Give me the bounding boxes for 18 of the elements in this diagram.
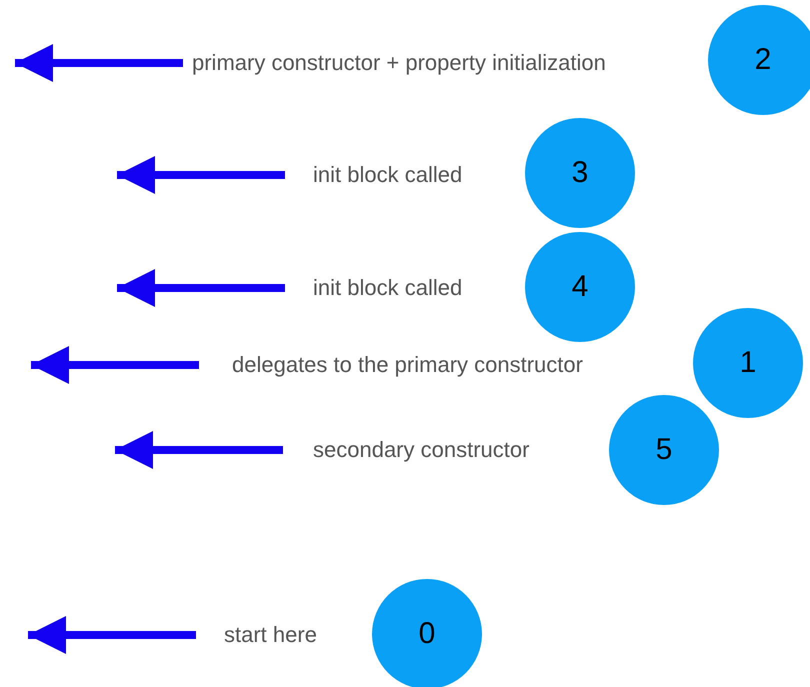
step-number-circle: 3 xyxy=(525,118,635,228)
step-label: init block called xyxy=(285,274,462,302)
arrow xyxy=(117,269,285,307)
step-label: primary constructor + property initialization xyxy=(183,50,606,76)
step-label: delegates to the primary constructor xyxy=(199,352,583,378)
arrow xyxy=(15,44,183,82)
arrow xyxy=(31,346,199,384)
step-label: secondary constructor xyxy=(283,436,530,464)
arrow xyxy=(117,156,285,194)
step-number-circle: 4 xyxy=(525,232,635,342)
step-number-circle: 5 xyxy=(609,395,719,505)
step-number-circle: 2 xyxy=(708,5,810,115)
arrow xyxy=(28,616,196,654)
step-label: start here xyxy=(196,622,317,648)
step-label: init block called xyxy=(285,162,462,188)
step-number-circle: 0 xyxy=(372,579,482,687)
arrow xyxy=(115,431,283,469)
step-number-circle: 1 xyxy=(693,308,803,418)
